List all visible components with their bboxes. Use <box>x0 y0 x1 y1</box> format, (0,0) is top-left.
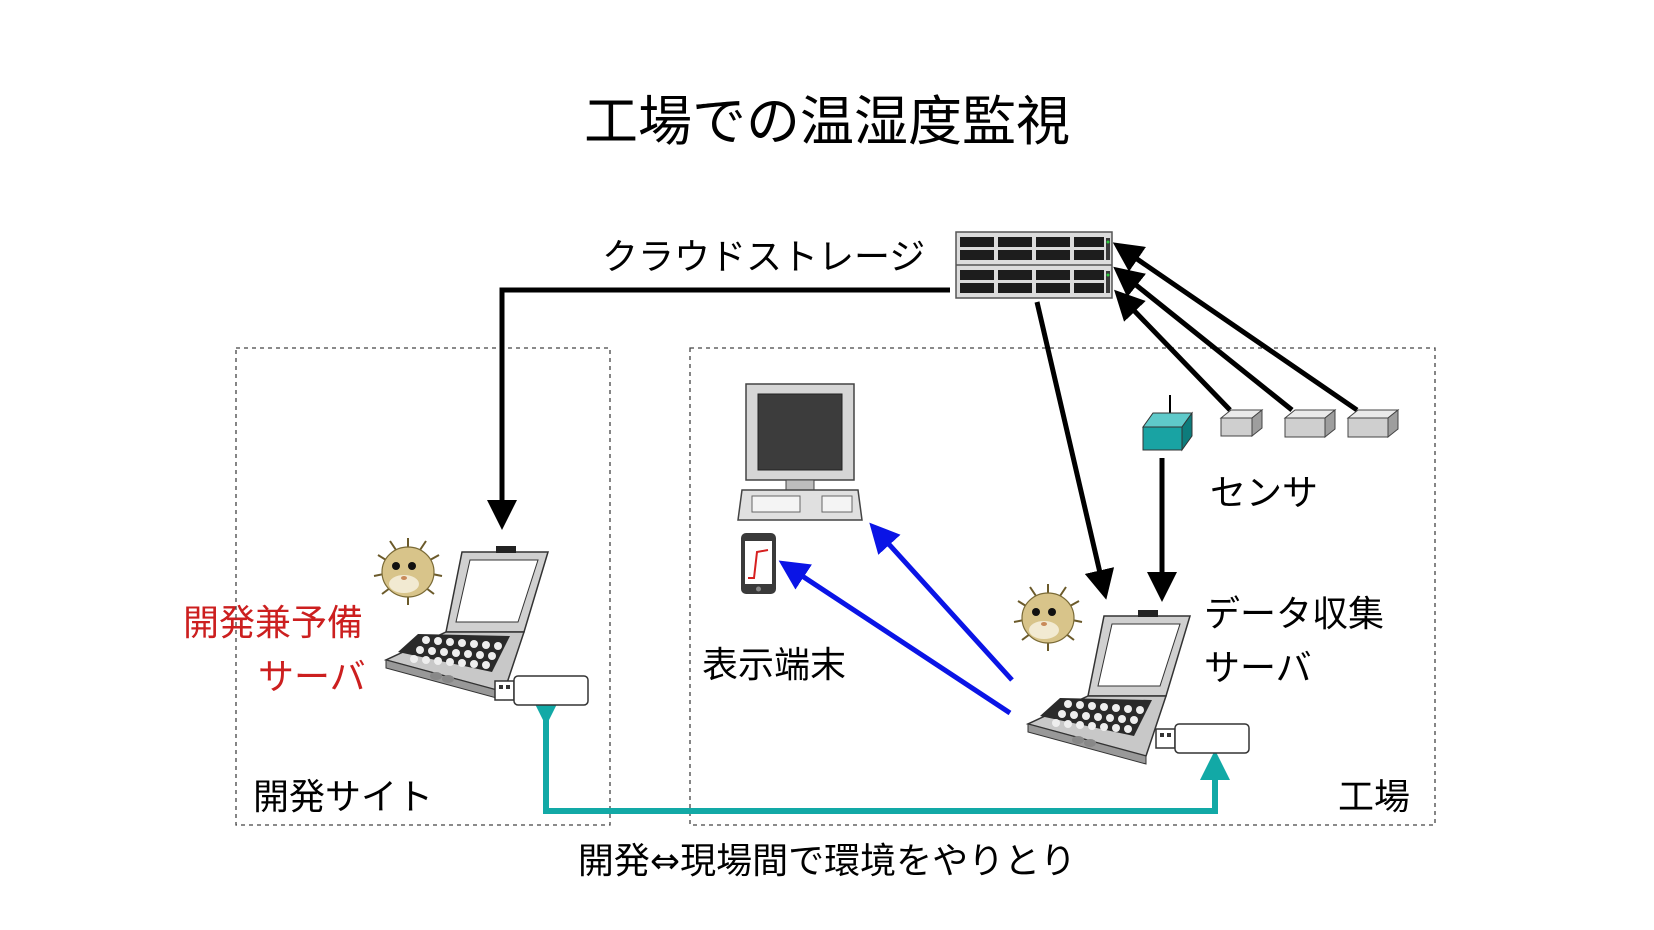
dev-laptop-icon <box>383 546 550 701</box>
sensor3-to-cloud-arrow <box>1112 242 1359 413</box>
factory-region <box>689 347 1436 826</box>
sensor-gateway-icon <box>1142 395 1193 452</box>
cloud-to-dev-server-arrow <box>487 287 950 530</box>
display-terminal-label: 表示端末 <box>702 645 847 686</box>
cloud-storage-label: クラウドストレージ <box>602 237 926 278</box>
factory-label: 工場 <box>1338 777 1411 818</box>
sensor-icon <box>1283 408 1337 439</box>
data-collection-laptop-icon <box>1025 610 1192 765</box>
desktop-pc-icon <box>737 383 863 521</box>
exchange-arrow <box>531 696 1230 814</box>
dev-site-region <box>235 347 611 826</box>
data-server-to-phone-arrow <box>778 560 1012 716</box>
data-collection-label-line2: サーバ <box>1204 648 1312 689</box>
sensor2-to-cloud-arrow <box>1113 266 1294 412</box>
cloud-to-data-server-arrow <box>1034 301 1115 600</box>
dev-server-label-line1: 開発兼予備 <box>183 603 364 644</box>
dev-site-label: 開発サイト <box>253 777 434 818</box>
sensor1-to-cloud-arrow <box>1114 289 1232 412</box>
smartphone-icon <box>741 533 776 594</box>
exchange-label: 開発⇔現場間で環境をやりとり <box>577 841 1077 882</box>
data-collection-label-line1: データ収集 <box>1204 594 1385 635</box>
sensor-icon <box>1219 408 1264 438</box>
dev-server-label-line2: サーバ <box>258 657 366 698</box>
sensor-icon <box>1346 408 1400 439</box>
data-server-to-pc-arrow <box>869 522 1014 682</box>
page-title: 工場での温湿度監視 <box>584 90 1070 153</box>
dev-usb-stick-icon <box>494 675 589 706</box>
pufferfish-icon <box>1013 584 1083 651</box>
sensor-label: センサ <box>1210 473 1319 514</box>
cloud-storage-server-icon <box>955 231 1113 299</box>
pufferfish-icon <box>373 538 443 605</box>
data-collection-usb-stick-icon <box>1155 723 1250 754</box>
